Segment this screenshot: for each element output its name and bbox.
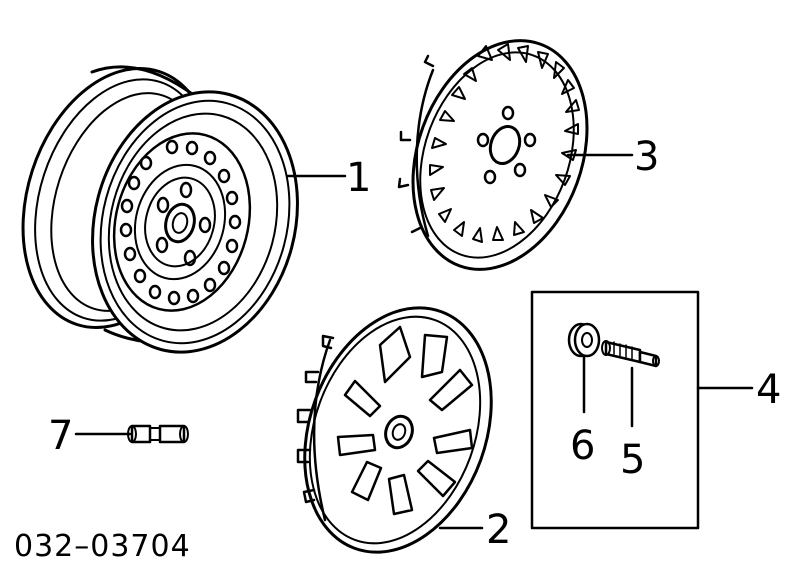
callout-2: 2 [486,507,511,553]
callout-5: 5 [620,437,645,483]
wheel-cover-top [397,39,589,271]
valve-stem [601,340,660,368]
valve-kit-box [530,290,700,530]
diagram-code: 032–03704 [14,529,191,564]
steel-wheel [21,65,299,354]
callout-4: 4 [756,367,781,413]
callout-3: 3 [634,134,659,180]
valve-grommet [567,322,601,358]
wheel-cap-bottom [296,306,493,554]
wheel-nut [127,424,189,444]
callout-7: 7 [48,413,73,459]
callout-6: 6 [570,423,595,469]
callout-1: 1 [346,155,371,201]
